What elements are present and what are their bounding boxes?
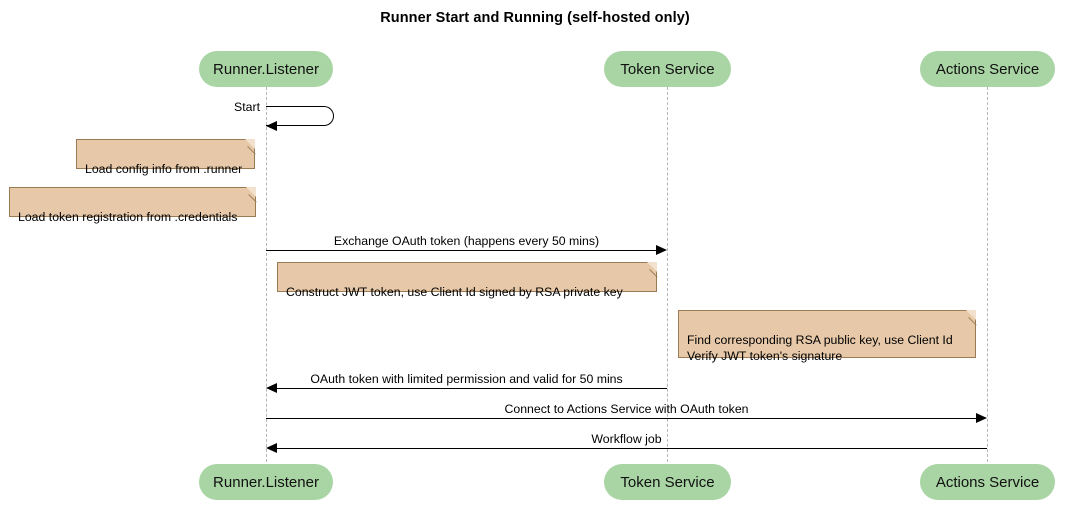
arrowhead-workflow-job [266,443,277,453]
message-self-loop-start [266,106,334,126]
participant-label: Token Service [620,473,715,491]
note-text: Find corresponding RSA public key, use C… [687,333,953,363]
note-text: Construct JWT token, use Client Id signe… [286,285,623,299]
note-verify-jwt: Find corresponding RSA public key, use C… [678,310,984,363]
message-line-workflow-job [277,448,987,449]
note-text: Load config info from .runner [85,162,243,176]
participant-label: Token Service [620,60,715,78]
note-load-config: Load config info from .runner [76,139,263,176]
participant-label: Actions Service [935,473,1040,491]
note-fold-icon [245,139,255,149]
lifeline-token [667,87,668,462]
note-fold-icon [966,310,976,320]
arrowhead-exchange-oauth-token [656,245,667,255]
participant-runner-top[interactable]: Runner.Listener [199,51,333,87]
participant-label: Actions Service [935,60,1040,78]
lifeline-runner [266,87,267,462]
message-label-start: Start [234,100,260,114]
message-label-workflow-job: Workflow job [591,432,662,446]
participant-label: Runner.Listener [213,473,319,491]
message-line-oauth-token-reply [277,388,667,389]
participant-runner-bottom[interactable]: Runner.Listener [199,464,333,500]
lifeline-actions [987,87,988,462]
message-label-connect-actions-service: Connect to Actions Service with OAuth to… [504,402,749,416]
note-text: Load token registration from .credential… [18,210,238,224]
arrowhead-connect-actions-service [976,413,987,423]
participant-actions-bottom[interactable]: Actions Service [920,464,1055,500]
participant-token-bottom[interactable]: Token Service [604,464,731,500]
note-fold-icon [647,262,657,272]
arrowhead-oauth-token-reply [266,383,277,393]
page-title: Runner Start and Running (self-hosted on… [380,10,690,26]
note-construct-jwt: Construct JWT token, use Client Id signe… [277,262,665,299]
message-line-connect-actions-service [266,418,976,419]
participant-token-top[interactable]: Token Service [604,51,731,87]
message-line-exchange-oauth-token [266,250,656,251]
note-load-token-registration: Load token registration from .credential… [9,187,264,224]
message-label-exchange-oauth-token: Exchange OAuth token (happens every 50 m… [333,234,600,248]
participant-label: Runner.Listener [213,60,319,78]
note-fold-icon [246,187,256,197]
participant-actions-top[interactable]: Actions Service [920,51,1055,87]
arrowhead-start [266,121,277,131]
message-label-oauth-token-reply: OAuth token with limited permission and … [310,372,623,386]
